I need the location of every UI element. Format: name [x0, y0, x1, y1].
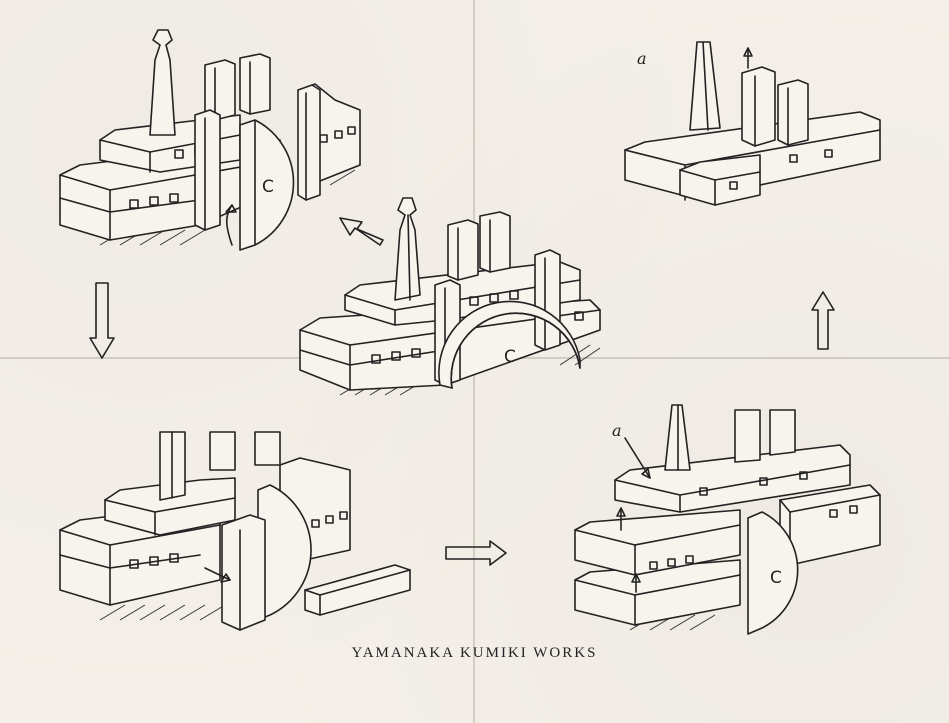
- vertical-post-right: [297, 84, 321, 201]
- step-3-remove-pieces: [59, 431, 411, 631]
- footer-brand: YAMANAKA KUMIKI WORKS: [351, 645, 598, 661]
- removed-l-piece: [221, 514, 266, 631]
- funnel-right: [479, 211, 511, 273]
- piece-c-standing: [257, 484, 312, 621]
- arrow-step3-to-step4: [445, 540, 507, 566]
- ground-hatching: [99, 604, 226, 621]
- funnel-right: [769, 409, 796, 456]
- piece-a-label-step4: a: [612, 421, 622, 440]
- step-4-separate-layers: C a: [574, 404, 881, 635]
- piece-c-label-step2: C: [262, 177, 274, 197]
- arrow-step4-to-step5: [811, 291, 835, 350]
- piece-c-standing: [747, 511, 799, 635]
- arrow-step1-to-step2: [339, 217, 384, 246]
- piece-c-label-step1: C: [504, 347, 516, 367]
- funnel-right: [254, 431, 281, 466]
- vertical-post-right: [534, 249, 561, 351]
- piece-c-label-step4: C: [770, 568, 782, 588]
- funnel-left: [734, 409, 761, 463]
- upper-deck-block: [104, 477, 236, 536]
- step-1-assembled-ship: C: [299, 197, 601, 396]
- vertical-post-left: [194, 109, 221, 231]
- piece-a-label-step5: a: [637, 49, 647, 68]
- front-block: [679, 154, 761, 206]
- arrow-step2-to-step3: [89, 282, 115, 359]
- piece-c-standing: [239, 119, 295, 251]
- funnel-right: [777, 79, 809, 146]
- ground-hatching: [99, 169, 356, 246]
- step-2-rotate-piece-c: C: [59, 29, 361, 251]
- funnel-left-piece-a: [741, 66, 776, 147]
- bottom-layer-block: [574, 559, 741, 626]
- mast-piece: [149, 29, 176, 136]
- mast-piece: [394, 197, 421, 301]
- removal-arrow: [204, 567, 231, 581]
- middle-layer-block: [574, 509, 741, 576]
- step-5-lift-piece-a: a: [624, 41, 881, 206]
- funnel-left: [209, 431, 236, 471]
- funnel-left: [447, 219, 479, 281]
- funnel-right: [239, 53, 271, 115]
